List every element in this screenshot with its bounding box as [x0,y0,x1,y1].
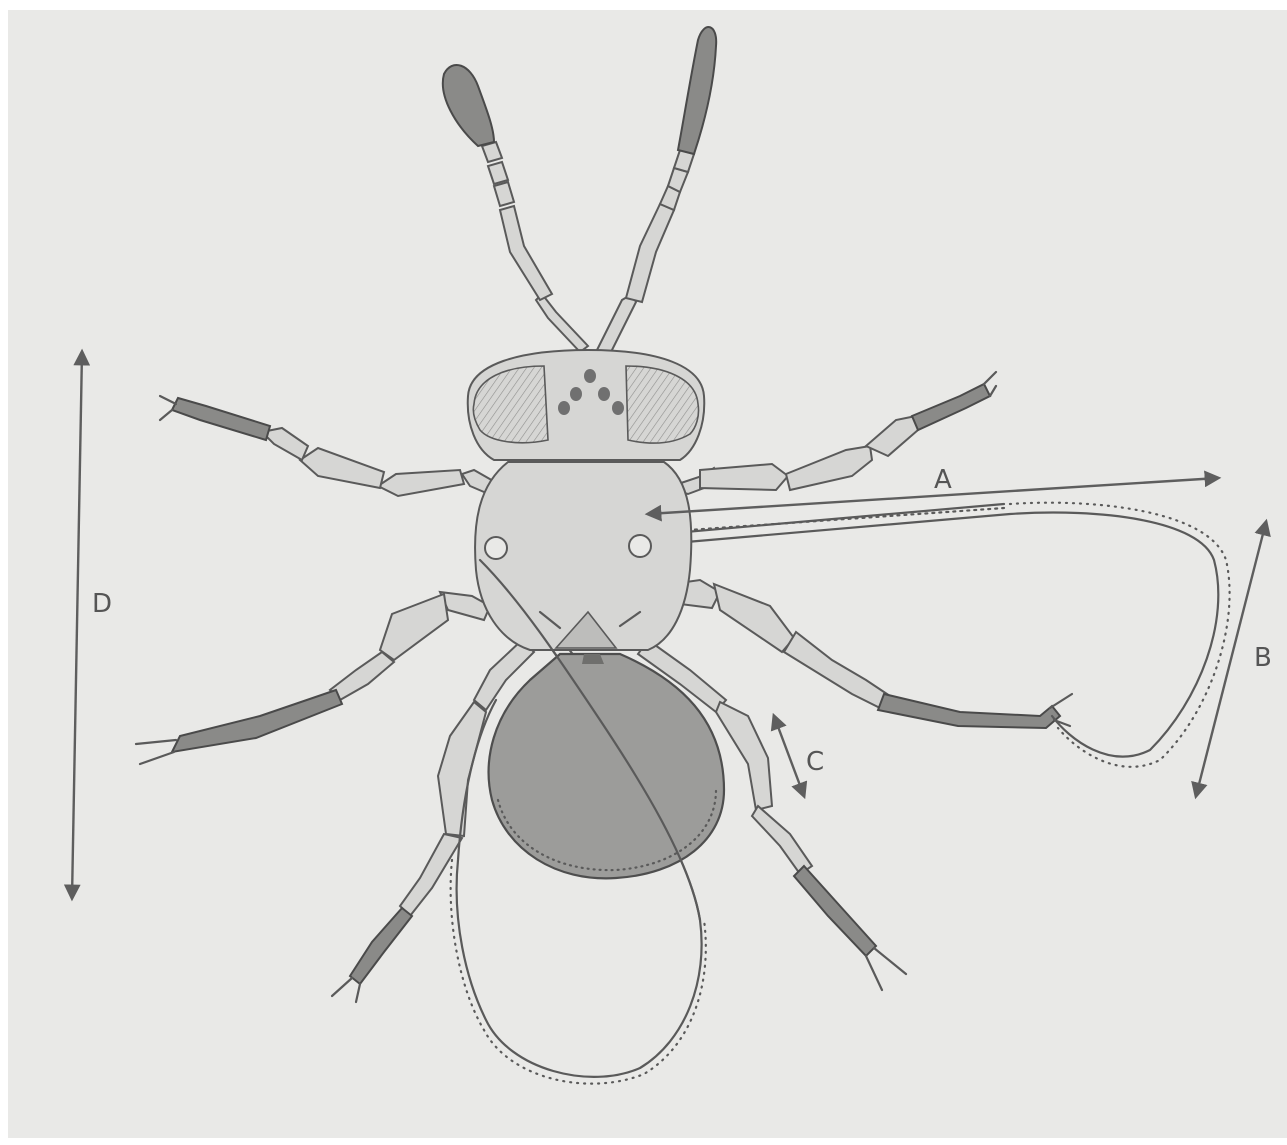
ocellus [612,401,624,415]
label-c: C [806,747,824,777]
left-wing-base [485,537,507,559]
label-a: A [934,465,952,495]
ocellus [558,401,570,415]
thorax [475,462,691,650]
right-wing-base [629,535,651,557]
ocellus [584,369,596,383]
label-d: D [92,589,112,619]
ocellus [570,387,582,401]
label-b: B [1254,643,1272,673]
ocellus [598,387,610,401]
head [468,350,705,460]
